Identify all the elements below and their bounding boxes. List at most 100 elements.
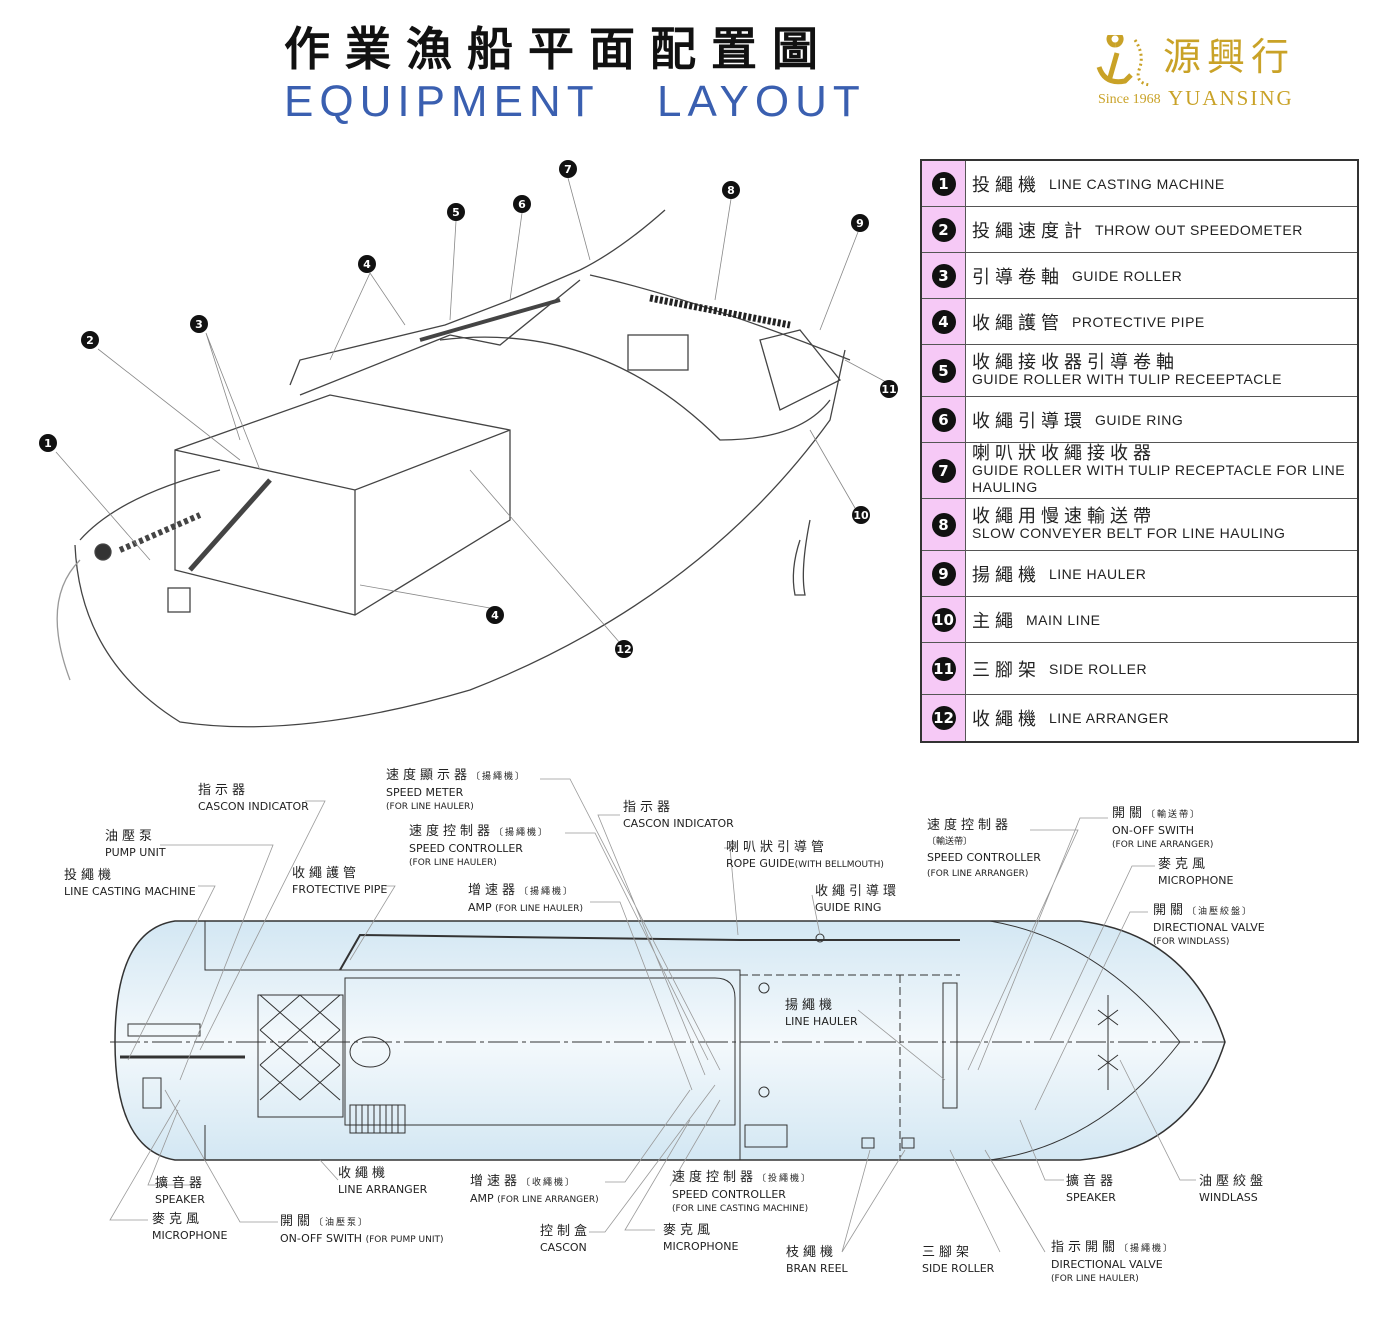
legend-en: THROW OUT SPEEDOMETER bbox=[1095, 221, 1303, 238]
label-text: CASCON INDICATOR bbox=[198, 800, 309, 813]
label-speed-controller-hauler: 速度控制器〔揚繩機〕SPEED CONTROLLER(FOR LINE HAUL… bbox=[409, 824, 549, 871]
label-text: (FOR WINDLASS) bbox=[1153, 937, 1230, 947]
legend-en: GUIDE ROLLER WITH TULIP RECEPTACLE FOR L… bbox=[972, 462, 1346, 495]
label-text: 速度控制器 bbox=[672, 1170, 758, 1185]
label-text: 指示器 bbox=[623, 800, 675, 815]
legend-number: 1 bbox=[931, 171, 956, 196]
conveyor-belt bbox=[649, 294, 791, 329]
bow-steps bbox=[759, 329, 842, 411]
marker-8: 8 bbox=[722, 181, 740, 199]
label-directional-valve-hauler: 指示開關〔揚繩機〕 DIRECTIONAL VALVE (FOR LINE HAUL… bbox=[1051, 1240, 1174, 1287]
anchor-icon bbox=[1096, 35, 1151, 87]
legend-zh: 收繩引導環 bbox=[972, 410, 1087, 432]
label-text: AMP (FOR LINE ARRANGER) bbox=[470, 1191, 599, 1208]
marker-4: 4 bbox=[358, 255, 376, 273]
ship-perspective-drawing bbox=[55, 177, 887, 728]
marker-2: 2 bbox=[81, 331, 99, 349]
label-text: SPEAKER bbox=[1066, 1191, 1116, 1204]
legend-number: 11 bbox=[931, 656, 956, 681]
hatch bbox=[349, 1036, 391, 1068]
bow-deck bbox=[989, 920, 1181, 1161]
label-text: ROPE GUIDE(WITH BELLMOUTH) bbox=[726, 856, 884, 873]
legend-number: 2 bbox=[931, 217, 956, 242]
logo-chinese: 源興行 bbox=[1163, 35, 1296, 79]
label-text: 〔收繩機〕 bbox=[521, 1178, 577, 1188]
label-text: GUIDE RING bbox=[815, 901, 882, 914]
marker-10: 10 bbox=[852, 506, 870, 524]
label-text: 指示開關 bbox=[1051, 1240, 1120, 1255]
legend-en: GUIDE ROLLER bbox=[1072, 267, 1183, 284]
legend-en: SLOW CONVEYER BELT FOR LINE HAULING bbox=[972, 524, 1286, 541]
deck-box bbox=[627, 334, 689, 371]
label-text: 油壓泵 bbox=[105, 829, 157, 844]
legend-number: 3 bbox=[931, 263, 956, 288]
marker-12: 12 bbox=[615, 640, 633, 658]
label-text: 〔輸送帶〕 bbox=[1146, 810, 1202, 820]
label-amp-arranger: 增速器〔收繩機〕AMP (FOR LINE ARRANGER) bbox=[470, 1174, 599, 1208]
legend-zh: 主繩 bbox=[972, 610, 1018, 632]
marker-7: 7 bbox=[559, 160, 577, 178]
label-text: MICROPHONE bbox=[663, 1240, 739, 1253]
title-english: EQUIPMENT LAYOUT bbox=[284, 77, 866, 126]
label-text: 〔油壓泵〕 bbox=[314, 1218, 370, 1228]
stairs-fore bbox=[744, 1124, 788, 1148]
label-text: 開關 bbox=[1153, 903, 1188, 918]
label-text: 速度控制器 bbox=[409, 824, 495, 839]
line-hauler bbox=[942, 982, 958, 1109]
yuansing-logo: 源興行 Since 1968 YUANSING bbox=[1095, 35, 1325, 115]
marker-5: 5 bbox=[447, 203, 465, 221]
marker-leader-lines bbox=[55, 177, 887, 644]
label-text: 油壓絞盤 bbox=[1199, 1174, 1268, 1189]
label-text: LINE CASTING MACHINE bbox=[64, 885, 196, 898]
label-text: 速度控制器 bbox=[927, 818, 1013, 833]
legend-zh: 喇叭狀收繩接收器 bbox=[972, 443, 1156, 464]
label-text: 開關〔輸送帶〕 bbox=[1112, 806, 1213, 823]
label-text: 〔揚繩機〕 bbox=[1119, 1244, 1175, 1254]
label-text: 揚繩機 bbox=[785, 998, 837, 1013]
label-text: 增速器〔收繩機〕 bbox=[470, 1174, 599, 1191]
label-text: 〔揚繩機〕 bbox=[494, 828, 550, 838]
marker-4b: 4 bbox=[486, 606, 504, 624]
legend-en: LINE ARRANGER bbox=[1049, 710, 1170, 726]
label-text: SPEED CONTROLLER bbox=[672, 1188, 786, 1201]
label-text: 指示器 bbox=[198, 783, 250, 798]
label-amp-hauler: 增速器〔揚繩機〕AMP (FOR LINE HAULER) bbox=[468, 883, 583, 917]
legend-en: PROTECTIVE PIPE bbox=[1072, 313, 1205, 330]
hull-outline bbox=[74, 349, 846, 728]
title-chinese: 作業漁船平面配置圖 bbox=[284, 22, 833, 76]
label-text: (WITH BELLMOUTH) bbox=[794, 860, 884, 870]
legend-number: 5 bbox=[931, 358, 956, 383]
label-text: 擴音器 bbox=[1066, 1174, 1118, 1189]
label-text: PUMP UNIT bbox=[105, 846, 166, 859]
label-text: DIRECTIONAL VALVE bbox=[1051, 1258, 1163, 1271]
label-directional-valve-windlass: 開關〔油壓絞盤〕DIRECTIONAL VALVE(FOR WINDLASS) bbox=[1153, 903, 1265, 950]
legend-number: 7 bbox=[931, 458, 956, 483]
label-text: 增速器 bbox=[470, 1174, 522, 1189]
legend-en: LINE HAULER bbox=[1049, 565, 1147, 582]
protective-pipe bbox=[289, 269, 581, 396]
label-text: SPEED CONTROLLER bbox=[409, 842, 523, 855]
label-text: AMP bbox=[468, 901, 492, 914]
label-text: 麥克風 bbox=[1158, 857, 1210, 872]
label-pump-unit: 油壓泵 PUMP UNIT bbox=[105, 829, 166, 861]
label-text: LINE ARRANGER bbox=[338, 1183, 428, 1196]
label-text: 擴音器 bbox=[155, 1176, 207, 1191]
label-text: 開關〔油壓泵〕 bbox=[280, 1214, 444, 1231]
label-text: SIDE ROLLER bbox=[922, 1262, 995, 1275]
label-cascon-indicator: 指示器 CASCON INDICATOR bbox=[198, 783, 309, 815]
label-text: BRAN REEL bbox=[786, 1262, 848, 1275]
label-text: 控制盒 bbox=[540, 1224, 592, 1239]
label-text: (FOR LINE HAULER) bbox=[1051, 1274, 1139, 1284]
